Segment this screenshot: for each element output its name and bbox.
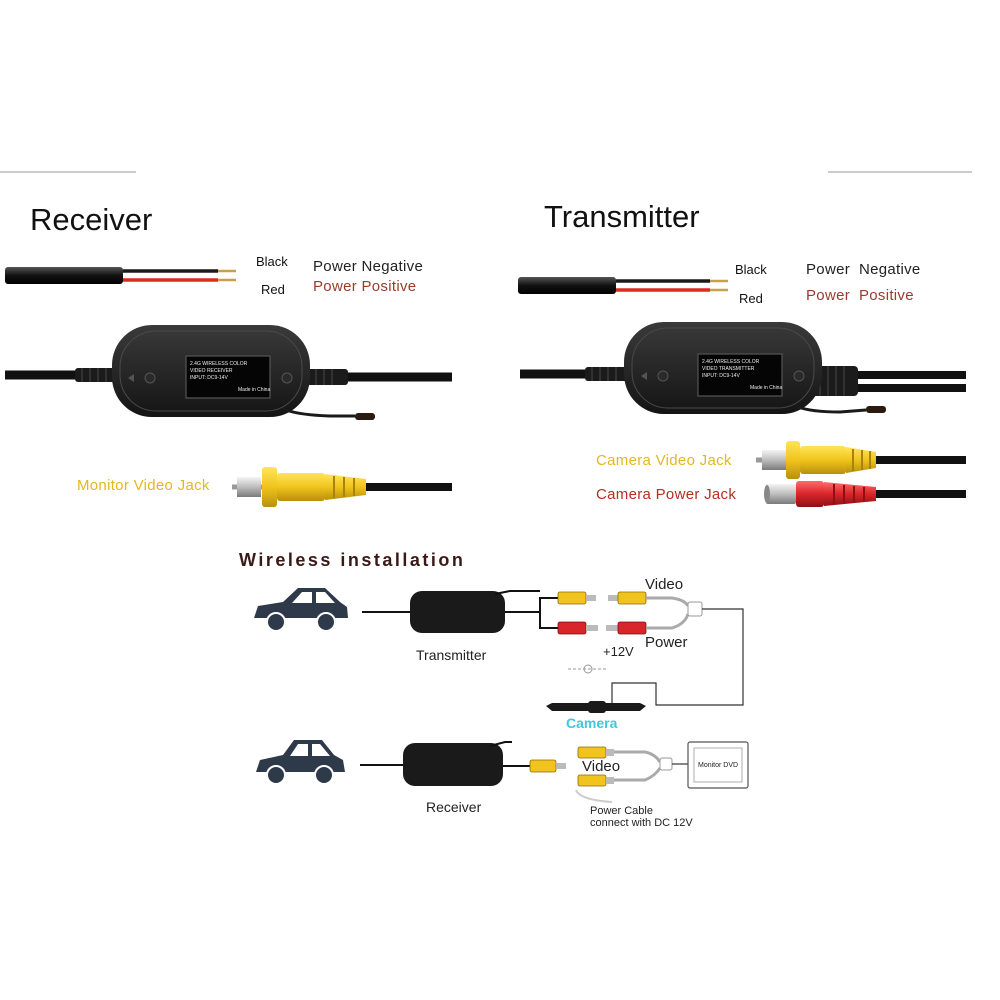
receiver-wire-black-label: Black bbox=[256, 254, 288, 269]
car-icon-bottom bbox=[256, 740, 345, 785]
monitor-video-jack-label: Monitor Video Jack bbox=[77, 477, 210, 494]
camera-video-jack-label: Camera Video Jack bbox=[596, 452, 732, 469]
receiver-label-line-4: Made in China bbox=[238, 387, 271, 393]
transmitter-label-line-2: VIDEO TRANSMITTER bbox=[702, 366, 755, 372]
receiver-power-positive: Power Positive bbox=[313, 278, 417, 295]
install-camera-label: Camera bbox=[566, 715, 618, 731]
receiver-antenna bbox=[285, 408, 375, 420]
transmitter-wire-red-label: Red bbox=[739, 291, 763, 306]
install-transmitter-label: Transmitter bbox=[416, 647, 487, 663]
car-icon-top bbox=[254, 588, 348, 632]
receiver-power-cable bbox=[5, 267, 236, 284]
transmitter-label-line-1: 2.4G WIRELESS COLOR bbox=[702, 359, 760, 365]
receiver-title: Receiver bbox=[30, 202, 153, 237]
install-rca-plug-icon-1 bbox=[557, 591, 596, 605]
receiver-label-line-1: 2.4G WIRELESS COLOR bbox=[190, 361, 248, 367]
transmitter-rca-plug-icon bbox=[756, 441, 966, 479]
transmitter-label-line-4: Made in China bbox=[750, 385, 783, 391]
tx-output-cables bbox=[505, 597, 558, 629]
camera-cable-harness bbox=[611, 596, 744, 706]
transmitter-power-positive: Power Positive bbox=[806, 287, 914, 304]
receiver-power-negative: Power Negative bbox=[313, 258, 424, 275]
wireless-installation-title: Wireless installation bbox=[239, 550, 466, 570]
receiver-label-line-2: VIDEO RECEIVER bbox=[190, 368, 233, 374]
install-video-label-top: Video bbox=[645, 576, 684, 593]
install-12v-label: +12V bbox=[603, 644, 634, 659]
transmitter-wire-black-label: Black bbox=[735, 262, 767, 277]
camera-icon bbox=[546, 701, 646, 713]
transmitter-title: Transmitter bbox=[544, 199, 700, 234]
transmitter-box bbox=[624, 322, 822, 414]
receiver-rca-plug-icon bbox=[232, 467, 452, 507]
receiver-wire-red-label: Red bbox=[261, 282, 285, 297]
receiver-strain-relief bbox=[75, 368, 348, 385]
transmitter-power-negative: Power Negative bbox=[806, 261, 921, 278]
install-dc-plug-icon-1 bbox=[557, 621, 598, 635]
monitor-dvd-label: Monitor DVD bbox=[698, 762, 739, 769]
monitor-cable-harness bbox=[575, 746, 688, 803]
camera-power-jack-label: Camera Power Jack bbox=[596, 486, 737, 503]
transmitter-antenna bbox=[797, 405, 886, 414]
install-dc-plug-icon-2 bbox=[606, 621, 647, 635]
monitor-icon bbox=[687, 741, 749, 789]
install-rca-plug-icon-3 bbox=[529, 759, 566, 773]
install-receiver-label: Receiver bbox=[426, 799, 482, 815]
install-transmitter-box bbox=[410, 590, 540, 633]
transmitter-strain-relief bbox=[585, 366, 858, 396]
power-cable-label-line-2: connect with DC 12V bbox=[590, 817, 693, 829]
install-power-label: Power bbox=[645, 634, 688, 651]
transmitter-dc-plug-icon bbox=[764, 481, 966, 507]
transmitter-power-cable bbox=[518, 277, 728, 294]
receiver-box bbox=[112, 325, 310, 417]
power-cable-label-line-1: Power Cable bbox=[590, 805, 653, 817]
install-rca-plug-icon-2 bbox=[608, 591, 647, 605]
receiver-label-line-3: INPUT: DC9-14V bbox=[190, 375, 228, 381]
transmitter-label-line-3: INPUT: DC9-14V bbox=[702, 373, 740, 379]
install-receiver-box bbox=[403, 741, 512, 786]
install-video-label-bottom: Video bbox=[582, 758, 621, 775]
power-source-icon bbox=[568, 664, 608, 674]
